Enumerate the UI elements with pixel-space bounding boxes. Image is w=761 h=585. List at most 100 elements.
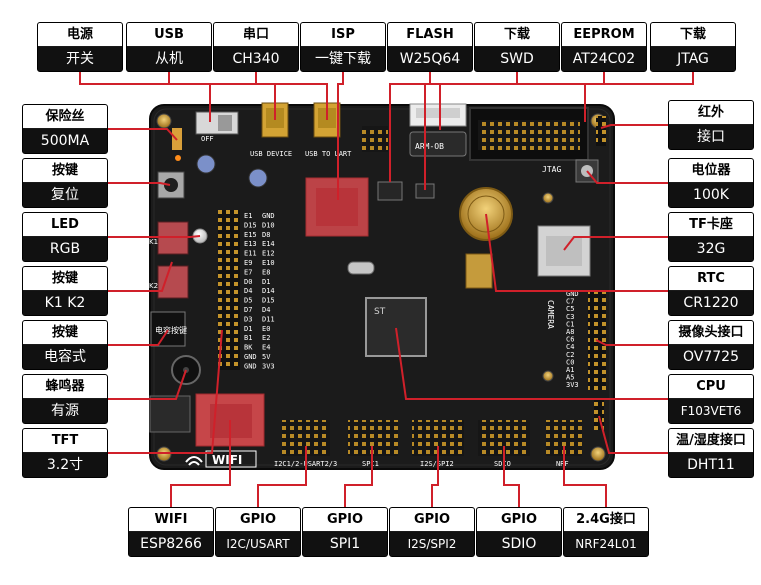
callout-line [595,339,668,346]
jtag-connector: JTAG [469,107,589,174]
callout-title: RTC [669,267,753,290]
callout-subtitle: CR1220 [669,291,753,315]
callout-line [108,329,169,346]
touch-key: 电容按键 [150,311,187,347]
pin-label: D5 [244,297,252,305]
callout-subtitle: 100K [669,183,753,207]
silk-row-sdio: SDIO [494,460,511,468]
callout-subtitle: 电容式 [23,345,107,369]
silk-touch: 电容按键 [155,325,187,335]
pin-label: A8 [566,328,574,336]
tft-header-labels-right: GNDD10D8E14E12E10E8D1D14D15D4D11E0E2E45V… [262,212,275,370]
callout-subtitle: 500MA [23,129,107,153]
ir-header [596,116,606,146]
callout-line [503,446,520,507]
callout-subtitle: AT24C02 [562,47,646,71]
silk-usb-device: USB DEVICE [250,150,292,158]
callout-subtitle: 一键下载 [301,47,385,71]
callout-title: EEPROM [562,23,646,46]
callout-title: 电源 [38,23,122,46]
pin-label: E4 [262,344,270,352]
pin-label: D8 [262,231,270,239]
pin-label: E1 [244,212,252,220]
pin-label: D3 [244,315,252,323]
pin-label: GND [262,212,275,220]
callout-title: 电位器 [669,159,753,182]
callout-line [563,446,607,507]
pin-label: C3 [566,313,574,321]
callout-subtitle: I2C/USART [216,532,300,556]
callout-line [108,128,178,141]
pin-label: C5 [566,305,574,313]
callout-line [431,446,439,507]
callout-line [79,72,211,122]
pin-label: E7 [244,268,252,276]
callout-line [584,72,694,122]
logo-plate [465,253,493,289]
callout-title: 蜂鸣器 [23,375,107,398]
cpu-chip: ST [365,297,427,357]
boot-jumper [362,126,388,152]
pin-label: C2 [566,351,574,359]
tf-card-slot [537,225,591,277]
callout-title: CPU [669,375,753,398]
pin-label: E9 [244,259,252,267]
callout-line [108,329,223,454]
callout-subtitle: F103VET6 [669,399,753,423]
label-top-0: 电源开关 [37,22,123,72]
callout-title: LED [23,213,107,236]
pin-label: C7 [566,298,574,306]
pin-label: D15 [262,297,275,305]
callout-line [485,213,668,292]
crystal [347,261,375,275]
power-switch: OFF [195,111,239,143]
callout-title: 按键 [23,321,107,344]
key-k2: K2 [149,265,189,299]
chip-mark: ST [374,307,386,317]
callout-subtitle: JTAG [651,47,735,71]
label-left-4: 按键电容式 [22,320,108,370]
pin-label: 3V3 [566,381,579,389]
callout-subtitle: 3.2寸 [23,453,107,477]
callout-title: 温/湿度接口 [669,429,753,452]
pin-label: E8 [262,268,270,276]
callout-subtitle: K1 K2 [23,291,107,315]
silk-jtag: JTAG [542,165,561,174]
pin-label: D7 [244,306,252,314]
pin-label: E14 [262,240,275,248]
callout-title: FLASH [388,23,472,46]
flash-chip [377,181,403,201]
callout-title: GPIO [303,508,387,531]
pin-label: E13 [244,240,257,248]
callout-title: GPIO [390,508,474,531]
pin-label: D1 [262,278,270,286]
pin-label: 5V [262,353,271,361]
silk-k1: K1 [149,238,158,246]
callout-line [424,72,605,190]
callout-title: 保险丝 [23,105,107,128]
callout-subtitle: 接口 [669,125,753,149]
capacitor [248,168,268,188]
pin-label: A5 [566,374,574,382]
callout-subtitle: 有源 [23,399,107,423]
callout-line [170,420,231,507]
pin-label: C1 [566,320,574,328]
callout-title: WIFI [129,508,213,531]
silk-wifi: WIFI [212,453,242,467]
pin-label: B1 [244,334,252,342]
